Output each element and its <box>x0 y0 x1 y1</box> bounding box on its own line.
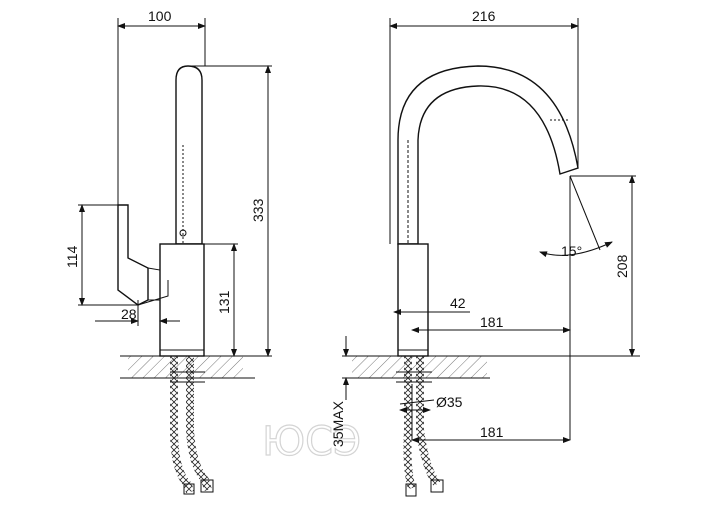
side-hose-1 <box>170 356 194 494</box>
dim-hole-35: Ø35 <box>436 394 463 410</box>
countertop-left <box>128 356 243 378</box>
dim-width-216: 216 <box>472 8 496 24</box>
watermark: ЮСЭ <box>262 419 361 465</box>
side-view: 100 333 114 131 28 <box>64 8 272 495</box>
side-lever <box>117 204 149 306</box>
front-spout <box>397 65 579 245</box>
dim-width-100: 100 <box>148 8 172 24</box>
dim-thickness-35max: 35MAX <box>330 400 346 447</box>
dim-reach-181: 181 <box>480 314 504 330</box>
side-spout <box>175 65 203 245</box>
dim-body-42: 42 <box>450 295 466 311</box>
dim-lever-114: 114 <box>64 245 80 268</box>
front-view: 216 208 15° 42 181 Ø35 35MAX 181 <box>330 8 640 497</box>
front-hose-1 <box>403 356 416 490</box>
dim-offset-28: 28 <box>121 306 137 322</box>
dim-reach-181-bottom: 181 <box>480 424 504 440</box>
dim-height-333: 333 <box>250 198 266 222</box>
side-body <box>159 243 205 357</box>
dim-angle-15: 15° <box>561 243 582 259</box>
dim-body-131: 131 <box>216 290 232 314</box>
front-body <box>397 243 429 357</box>
dim-outlet-208: 208 <box>614 254 630 278</box>
